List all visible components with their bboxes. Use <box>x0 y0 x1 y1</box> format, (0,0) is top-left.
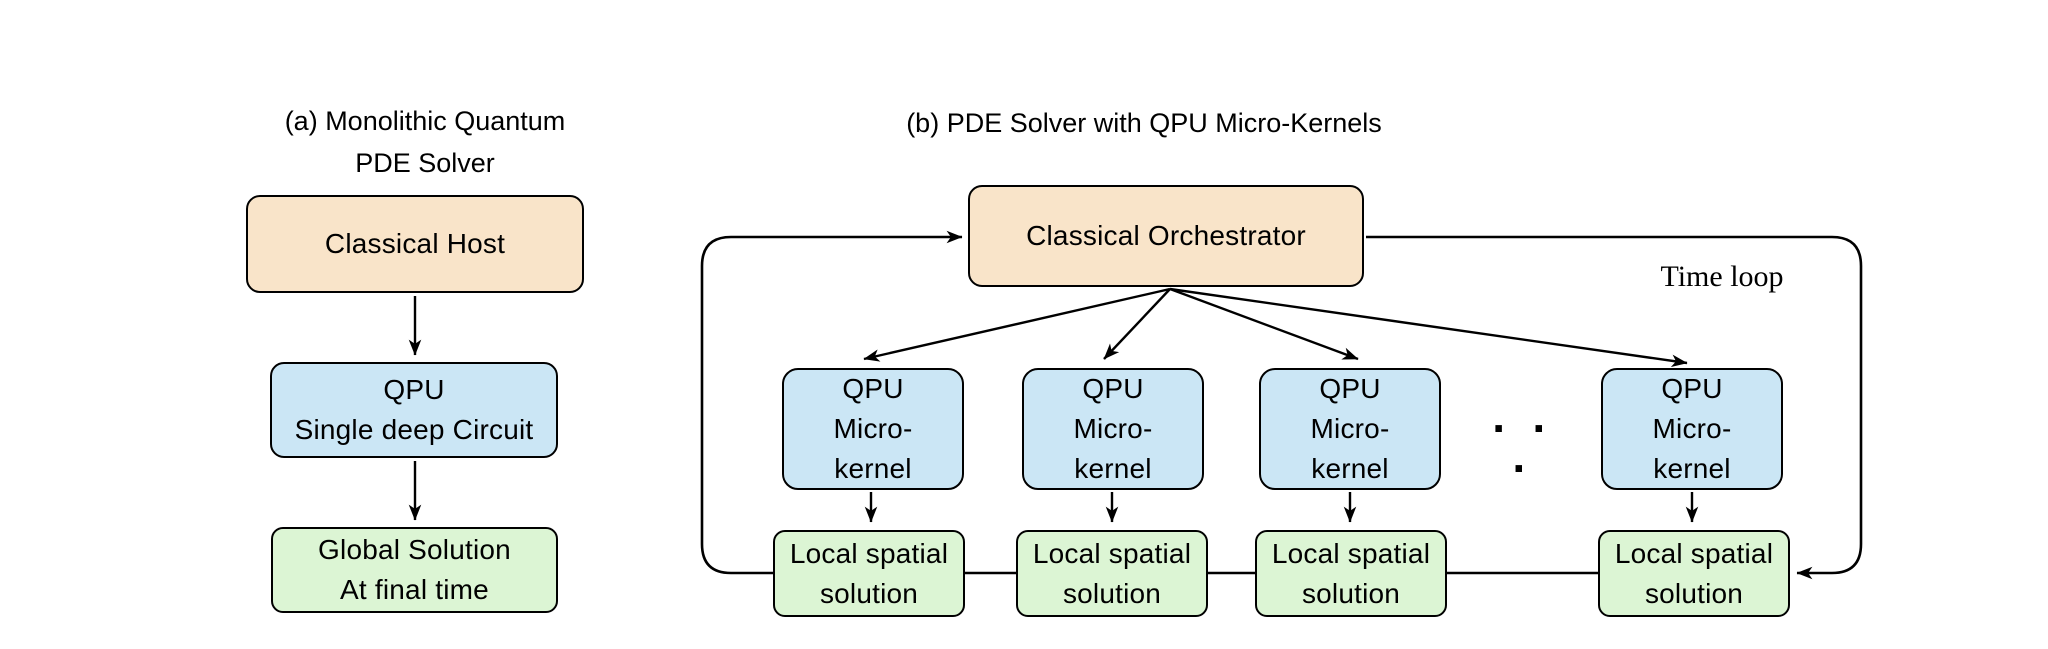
classical-orchestrator-label: Classical Orchestrator <box>1026 220 1306 251</box>
global-solution-line2: At final time <box>340 574 489 605</box>
kernel-box-1: QPU Micro- kernel <box>782 368 964 490</box>
kernel-4-line3: kernel <box>1653 453 1731 484</box>
ellipsis-kernels: · · · <box>1492 402 1554 494</box>
kernel-2-line1: QPU <box>1082 373 1144 404</box>
kernel-2-line2: Micro- <box>1073 413 1153 444</box>
panel-a-caption-line2: PDE Solver <box>355 148 495 178</box>
kernel-3-line2: Micro- <box>1310 413 1390 444</box>
global-solution-line1: Global Solution <box>318 534 511 565</box>
solution-3-line1: Local spatial <box>1271 537 1431 569</box>
kernel-1-line2: Micro- <box>833 413 913 444</box>
solution-box-1: Local spatial solution <box>773 530 965 617</box>
arrow-orchestrator-to-kernel-3 <box>1169 287 1359 361</box>
kernel-1-line1: QPU <box>842 373 904 404</box>
classical-host-box: Classical Host <box>246 195 584 293</box>
solution-2-line2: solution <box>1062 577 1162 609</box>
panel-a-caption: (a) Monolithic Quantum PDE Solver <box>225 100 625 184</box>
time-loop-right-path <box>1366 235 1863 580</box>
solution-box-3: Local spatial solution <box>1255 530 1447 617</box>
kernel-4-line2: Micro- <box>1652 413 1732 444</box>
time-loop-label: Time loop <box>1660 260 1784 293</box>
monolithic-qpu-box: QPU Single deep Circuit <box>270 362 558 458</box>
solution-3-line2: solution <box>1301 577 1401 609</box>
arrow-orchestrator-to-kernel-1 <box>863 287 1171 362</box>
global-solution-box: Global Solution At final time <box>271 527 558 613</box>
arrow-orchestrator-to-kernel-4 <box>1169 287 1688 368</box>
time-loop-left-path <box>700 230 963 575</box>
monolithic-qpu-line2: Single deep Circuit <box>294 414 534 445</box>
panel-a-caption-line1: (a) Monolithic Quantum <box>284 106 566 136</box>
kernel-4-line1: QPU <box>1661 373 1723 404</box>
kernel-1-line3: kernel <box>834 453 912 484</box>
kernel-box-3: QPU Micro- kernel <box>1259 368 1441 490</box>
solution-4-line2: solution <box>1644 577 1744 609</box>
kernel-3-line3: kernel <box>1311 453 1389 484</box>
kernel-box-2: QPU Micro- kernel <box>1022 368 1204 490</box>
monolithic-qpu-line1: QPU <box>383 374 445 405</box>
classical-orchestrator-box: Classical Orchestrator <box>968 185 1364 287</box>
solution-2-line1: Local spatial <box>1032 537 1192 569</box>
kernel-box-4: QPU Micro- kernel <box>1601 368 1783 490</box>
kernel-3-line1: QPU <box>1319 373 1381 404</box>
arrow-orchestrator-to-kernel-2 <box>1103 288 1171 360</box>
solution-box-2: Local spatial solution <box>1016 530 1208 617</box>
kernel-2-line3: kernel <box>1074 453 1152 484</box>
solution-1-line1: Local spatial <box>789 537 949 569</box>
solution-4-line1: Local spatial <box>1614 537 1774 569</box>
solution-box-4: Local spatial solution <box>1598 530 1790 617</box>
panel-b-caption: (b) PDE Solver with QPU Micro-Kernels <box>906 108 1382 138</box>
classical-host-label: Classical Host <box>324 228 506 259</box>
solution-1-line2: solution <box>819 577 919 609</box>
